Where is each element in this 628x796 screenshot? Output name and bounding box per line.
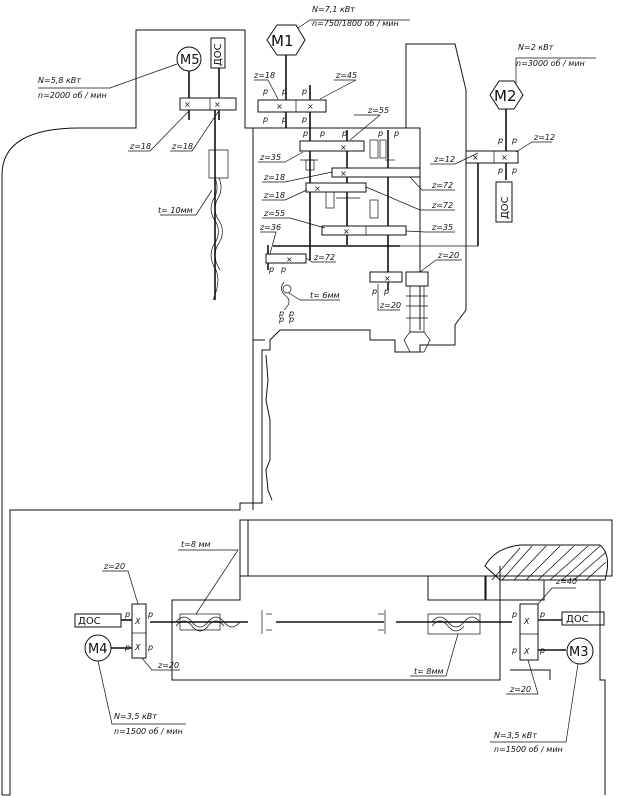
m5-label: М5 — [180, 53, 200, 68]
m1-speed: n=750/1800 об / мин — [312, 19, 399, 28]
svg-text:×: × — [276, 102, 283, 111]
svg-text:×: × — [184, 100, 191, 109]
gear-z55-a: z=55 — [367, 106, 389, 115]
svg-text:×: × — [340, 169, 347, 178]
svg-text:×: × — [501, 153, 508, 162]
gear-m5-b: z=18 — [171, 142, 193, 151]
svg-text:×: × — [286, 255, 293, 264]
m1-label: М1 — [271, 32, 294, 50]
svg-text:p: p — [281, 115, 287, 124]
pitch-t8-top: t=8 мм — [181, 540, 211, 549]
pitch-t6: t= 6мм — [310, 291, 340, 300]
m4-speed: n=1500 об / мин — [114, 727, 183, 736]
svg-text:p: p — [393, 129, 399, 138]
svg-text:p: p — [268, 265, 274, 274]
gear-z12-a: z=12 — [433, 155, 455, 164]
gear-z20-l2: z=20 — [157, 661, 179, 670]
gear-z72-b: z=72 — [431, 201, 453, 210]
gear-m5-a: z=18 — [129, 142, 151, 151]
svg-text:×: × — [472, 153, 479, 162]
svg-text:X: X — [134, 617, 141, 626]
m3-power: N=3,5 кВт — [494, 731, 537, 740]
svg-text:p: p — [302, 129, 308, 138]
gear-z12-b: z=12 — [533, 133, 555, 142]
svg-text:p: p — [539, 646, 545, 655]
svg-text:p: p — [147, 643, 153, 652]
svg-text:×: × — [384, 274, 391, 283]
m3-speed: n=1500 об / мин — [494, 745, 563, 754]
svg-text:p: p — [262, 115, 268, 124]
gear-z35-a: z=35 — [259, 153, 281, 162]
gear-z18-b: z=18 — [263, 173, 285, 182]
m5-dos-label: ДОС — [213, 43, 224, 66]
svg-text:p: p — [341, 129, 347, 138]
svg-text:p: p — [262, 87, 268, 96]
svg-text:p: p — [281, 87, 287, 96]
svg-text:p: p — [511, 166, 517, 175]
gear-z36: z=36 — [259, 223, 281, 232]
svg-text:p: p — [377, 129, 383, 138]
m4-power: N=3,5 кВт — [114, 712, 157, 721]
svg-text:X: X — [523, 647, 530, 656]
svg-text:p: p — [278, 315, 284, 324]
pitch-t8-bot: t= 8мм — [414, 667, 444, 676]
m1-power: N=7,1 кВт — [312, 5, 355, 14]
gear-z35-b: z=35 — [431, 223, 453, 232]
svg-text:p: p — [124, 643, 130, 652]
svg-text:p: p — [497, 166, 503, 175]
svg-text:p: p — [278, 309, 284, 318]
gear-z72-a: z=72 — [431, 181, 453, 190]
svg-text:p: p — [319, 129, 325, 138]
svg-text:p: p — [288, 315, 294, 324]
svg-text:p: p — [383, 287, 389, 296]
svg-text:p: p — [511, 610, 517, 619]
gear-z18-a: z=18 — [253, 71, 275, 80]
m4-label: М4 — [88, 642, 108, 657]
m3-label: М3 — [569, 645, 589, 660]
svg-text:p: p — [511, 646, 517, 655]
machine-frame — [1, 29, 613, 796]
gear-z20-r: z=20 — [509, 685, 531, 694]
svg-text:p: p — [511, 136, 517, 145]
m2-speed: n=3000 об / мин — [516, 59, 585, 68]
svg-text:p: p — [497, 136, 503, 145]
gear-z20-l1: z=20 — [103, 562, 125, 571]
svg-text:×: × — [214, 100, 221, 109]
m5-power: N=5,8 кВт — [38, 76, 81, 85]
svg-text:×: × — [314, 184, 321, 193]
svg-text:p: p — [301, 115, 307, 124]
svg-text:p: p — [288, 309, 294, 318]
m2-label: М2 — [494, 87, 517, 105]
svg-text:p: p — [371, 287, 377, 296]
m4-dos-label: ДОС — [78, 616, 101, 627]
svg-text:×: × — [307, 102, 314, 111]
svg-text:p: p — [280, 265, 286, 274]
gear-z20-b: z=20 — [379, 301, 401, 310]
svg-text:p: p — [301, 87, 307, 96]
gear-z20-a: z=20 — [437, 251, 459, 260]
svg-text:p: p — [147, 610, 153, 619]
gear-z72-c: z=72 — [313, 253, 335, 262]
gear-z45: z=45 — [335, 71, 357, 80]
svg-text:X: X — [134, 643, 141, 652]
svg-text:×: × — [340, 143, 347, 152]
main-gearbox: М1 N=7,1 кВт n=750/1800 об / мин × × z=1… — [253, 5, 462, 353]
svg-text:p: p — [539, 610, 545, 619]
m5-speed: n=2000 об / мин — [38, 91, 107, 100]
svg-text:X: X — [523, 617, 530, 626]
table-feed: t=8 мм t= 8мм ДОС X X М4 z=20 z=20 — [74, 540, 605, 754]
pitch-t10: t= 10мм — [158, 206, 193, 215]
gear-z40: z=40 — [555, 577, 577, 586]
gear-z55-b: z=55 — [263, 209, 285, 218]
m2-power: N=2 кВт — [518, 43, 554, 52]
svg-text:p: p — [124, 610, 130, 619]
m3-dos-label: ДОС — [566, 614, 589, 625]
gear-z18-c: z=18 — [263, 191, 285, 200]
svg-text:×: × — [343, 227, 350, 236]
m5-drive: М5 ДОС × × N=5,8 кВт n=2000 об / мин z=1… — [38, 37, 237, 301]
m2-dos-label: ДОС — [500, 196, 511, 219]
